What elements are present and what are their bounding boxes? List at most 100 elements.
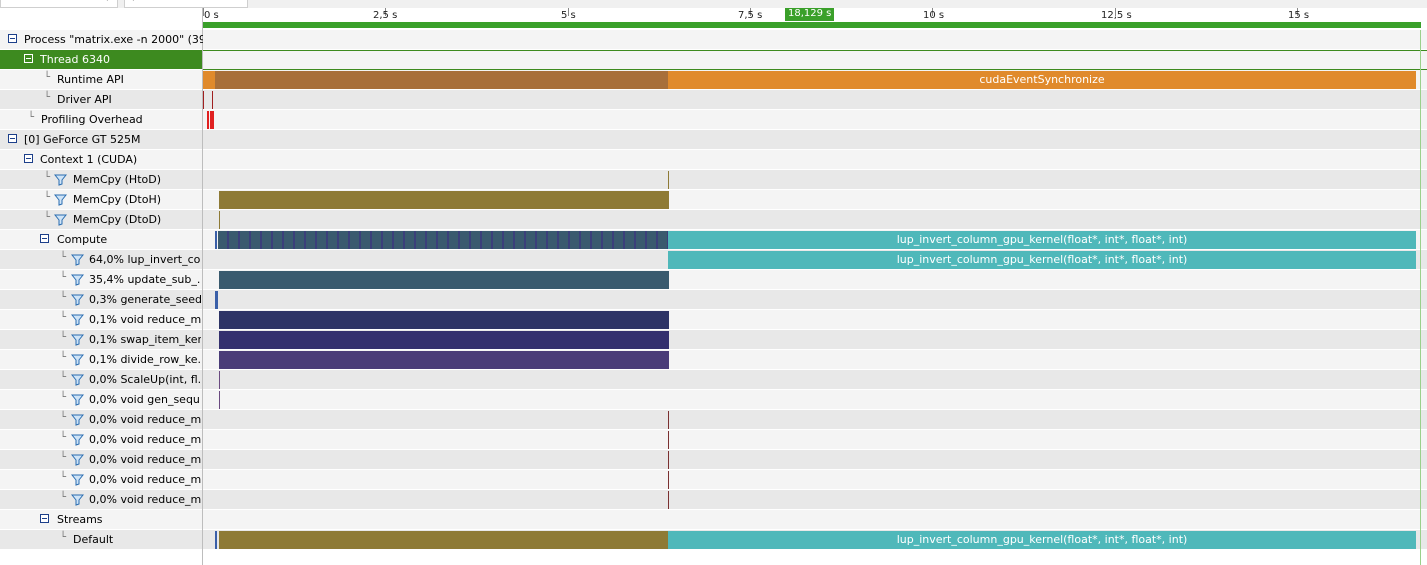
tree-row-kernel[interactable]: └ 0,0% void reduce_m... [0, 490, 202, 510]
tree-row-kernel[interactable]: └ 0,1% swap_item_ker... [0, 330, 202, 350]
cuda-event-synchronize-bar[interactable]: cudaEventSynchronize [668, 71, 1416, 89]
kernel-bar[interactable] [668, 451, 669, 469]
profiling-overhead-label: Profiling Overhead [41, 113, 143, 126]
tree-row-kernel[interactable]: └ 0,0% void reduce_m... [0, 450, 202, 470]
kernel-bar[interactable] [668, 491, 669, 509]
kernel-label: 0,0% void reduce_m... [89, 453, 201, 466]
filter-icon[interactable] [71, 253, 84, 266]
tree-branch-icon: └ [44, 212, 51, 223]
filter-icon[interactable] [71, 333, 84, 346]
tree-branch-icon: └ [44, 72, 51, 83]
collapse-icon[interactable] [8, 34, 17, 43]
memcpy-bar[interactable] [668, 171, 669, 189]
overhead-bar[interactable] [210, 111, 214, 129]
tree-row-thread[interactable]: Thread 6340 [0, 50, 202, 70]
runtime-call-bar[interactable] [215, 71, 668, 89]
collapse-icon[interactable] [24, 54, 33, 63]
lup-invert-column-kernel-bar[interactable]: lup_invert_column_gpu_kernel(float*, int… [668, 231, 1416, 249]
tree-row-context[interactable]: Context 1 (CUDA) [0, 150, 202, 170]
driver-call-bar[interactable] [212, 91, 213, 109]
compute-label: Compute [57, 233, 108, 246]
filter-icon[interactable] [71, 473, 84, 486]
tree-row-default-stream[interactable]: └ Default [0, 530, 202, 550]
timeline-row-memcpy-dtoh [203, 190, 1427, 210]
kernel-bar[interactable] [219, 371, 220, 389]
tree-branch-icon: └ [44, 172, 51, 183]
collapse-icon[interactable] [8, 134, 17, 143]
tree-row-memcpy-htod[interactable]: └ MemCpy (HtoD) [0, 170, 202, 190]
compute-bar[interactable] [218, 231, 668, 249]
filter-icon[interactable] [71, 413, 84, 426]
tree-row-profiling-overhead[interactable]: └ Profiling Overhead [0, 110, 202, 130]
filter-icon[interactable] [54, 213, 67, 226]
timeline-row-kernel [203, 490, 1427, 510]
timeline-row-kernel [203, 410, 1427, 430]
time-cursor-label[interactable]: 18,129 s [785, 8, 835, 21]
collapse-icon[interactable] [40, 234, 49, 243]
filter-icon[interactable] [71, 453, 84, 466]
tree-row-kernel[interactable]: └ 0,0% void reduce_m... [0, 410, 202, 430]
kernel-bar[interactable] [215, 291, 218, 309]
time-ruler[interactable]: 0 s 2,5 s 5 s 7,5 s 10 s 12,5 s 15 s 18,… [203, 8, 1427, 30]
lup-invert-column-kernel-bar[interactable]: lup_invert_column_gpu_kernel(float*, int… [668, 251, 1416, 269]
tree-row-memcpy-dtod[interactable]: └ MemCpy (DtoD) [0, 210, 202, 230]
tree-row-compute[interactable]: Compute [0, 230, 202, 250]
tree-row-device[interactable]: [0] GeForce GT 525M [0, 130, 202, 150]
kernel-bar[interactable] [219, 331, 669, 349]
kernel-bar[interactable] [219, 391, 220, 409]
kernel-label: 0,0% void reduce_m... [89, 473, 201, 486]
tree-row-memcpy-dtoh[interactable]: └ MemCpy (DtoH) [0, 190, 202, 210]
memcpy-bar[interactable] [219, 191, 669, 209]
tree-row-kernel[interactable]: └ 0,1% divide_row_ke... [0, 350, 202, 370]
overhead-bar[interactable] [207, 111, 209, 129]
tree-row-streams[interactable]: Streams [0, 510, 202, 530]
tab-left[interactable]: ▾ [0, 0, 118, 8]
filter-icon[interactable] [71, 493, 84, 506]
tree-branch-icon: └ [60, 352, 67, 363]
tree-row-kernel[interactable]: └ 0,0% void reduce_m... [0, 430, 202, 450]
collapse-icon[interactable] [40, 514, 49, 523]
filter-icon[interactable] [71, 293, 84, 306]
tree-row-runtime-api[interactable]: └ Runtime API [0, 70, 202, 90]
collapse-icon[interactable] [24, 154, 33, 163]
tree-row-kernel[interactable]: └ 0,0% void reduce_m... [0, 470, 202, 490]
runtime-call-bar[interactable] [203, 71, 215, 89]
filter-icon[interactable] [54, 173, 67, 186]
filter-icon[interactable] [71, 353, 84, 366]
filter-icon[interactable] [71, 433, 84, 446]
filter-icon[interactable] [71, 373, 84, 386]
driver-call-bar[interactable] [203, 91, 204, 109]
ruler-tick [932, 8, 933, 16]
stream-bar[interactable] [215, 531, 217, 549]
memcpy-bar[interactable] [219, 211, 220, 229]
lup-invert-column-kernel-bar[interactable]: lup_invert_column_gpu_kernel(float*, int… [668, 531, 1416, 549]
timeline-panel[interactable]: 0 s 2,5 s 5 s 7,5 s 10 s 12,5 s 15 s 18,… [203, 8, 1427, 565]
kernel-bar[interactable] [219, 271, 669, 289]
tree-row-process[interactable]: Process "matrix.exe -n 2000" (3996) [0, 30, 224, 50]
tree-row-kernel[interactable]: └ 64,0% lup_invert_co... [0, 250, 202, 270]
tree-row-kernel[interactable]: └ 0,0% void gen_sequ... [0, 390, 202, 410]
filter-icon[interactable] [71, 273, 84, 286]
filter-icon[interactable] [71, 393, 84, 406]
range-bar[interactable] [203, 22, 1421, 28]
stream-bar[interactable] [219, 531, 669, 549]
filter-icon[interactable] [71, 313, 84, 326]
timeline-row-kernel: lup_invert_column_gpu_kernel(float*, int… [203, 250, 1427, 270]
filter-icon[interactable] [54, 193, 67, 206]
tree-row-kernel[interactable]: └ 0,3% generate_seed... [0, 290, 202, 310]
tree-row-kernel[interactable]: └ 0,1% void reduce_m... [0, 310, 202, 330]
bar-label: lup_invert_column_gpu_kernel(float*, int… [896, 253, 1188, 266]
kernel-bar[interactable] [668, 431, 669, 449]
compute-bar[interactable] [215, 231, 217, 249]
ruler-tick [568, 8, 569, 16]
tree-row-kernel[interactable]: └ 0,0% ScaleUp(int, fl... [0, 370, 202, 390]
tree-row-driver-api[interactable]: └ Driver API [0, 90, 202, 110]
tab-active[interactable]: ▾ [124, 0, 248, 8]
tree-row-kernel[interactable]: └ 35,4% update_sub_... [0, 270, 202, 290]
timeline-row-kernel [203, 330, 1427, 350]
timeline-row-kernel [203, 390, 1427, 410]
kernel-bar[interactable] [668, 411, 669, 429]
kernel-bar[interactable] [219, 351, 669, 369]
kernel-bar[interactable] [668, 471, 669, 489]
kernel-bar[interactable] [219, 311, 669, 329]
